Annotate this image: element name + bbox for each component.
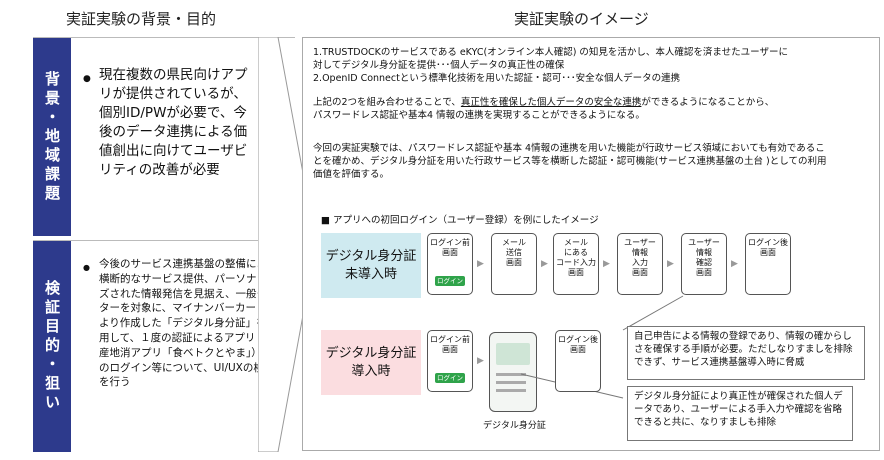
background-text: 現在複数の県民向けアプリが提供されているが、個別ID/PWが必要で、今後のデータ…: [99, 67, 248, 178]
screen-label: メール にある コード入力 画面: [556, 238, 596, 277]
evaluation-text: 今回の実証実験では、パスワードレス認証や基本 4情報の連携を用いた機能が行政サー…: [313, 143, 827, 180]
flow-arrow-icon: ▶: [541, 259, 548, 269]
bullet-icon: ●: [83, 74, 91, 84]
screen-1: ログイン前 画面ログイン: [427, 330, 473, 392]
screen-5: ユーザー 情報 確認 画面: [681, 233, 727, 295]
screen-4: ユーザー 情報 入力 画面: [617, 233, 663, 295]
row-label-with-id: デジタル身分証 導入時: [321, 330, 421, 395]
digital-id-caption: デジタル身分証: [483, 421, 546, 431]
combination-text-emphasis: 真正性を確保した個人データの安全な連携: [460, 97, 642, 108]
image-panel: 1.TRUSTDOCKのサービスである eKYC(オンライン本人確認) の知見を…: [302, 37, 880, 451]
method-text: 1.TRUSTDOCKのサービスである eKYC(オンライン本人確認) の知見を…: [313, 47, 788, 84]
screen-6: ログイン後 画面: [745, 233, 791, 295]
combination-text-before: 上記の2つを組み合わせることで、: [313, 97, 461, 108]
combination-text: 上記の2つを組み合わせることで、真正性を確保した個人データの安全な連携ができるよ…: [313, 96, 853, 122]
screen-1: ログイン前 画面ログイン: [427, 233, 473, 295]
id-card-icon: [496, 343, 530, 365]
goal-text: 今後のサービス連携基盤の整備による横断的なサービス提供、パーソナライズされた情報…: [99, 258, 278, 389]
goal-tag: 検証目的・狙い: [33, 241, 71, 452]
chevron-arrow-icon: [258, 37, 317, 452]
flow-arrow-icon: ▶: [477, 259, 484, 269]
flow-caption: ■ アプリへの初回ログイン（ユーザー登録）を例にしたイメージ: [321, 215, 599, 226]
screen-2: メール 送信 画面: [491, 233, 537, 295]
note-with-id: デジタル身分証により真正性が確保された個人データであり、ユーザーによる手入力や確…: [627, 386, 853, 441]
screen-label: ログイン後 画面: [558, 335, 598, 354]
row-label-without-id: デジタル身分証 未導入時: [321, 233, 421, 298]
flow-arrow-icon: ▶: [477, 356, 484, 366]
digital-id-phone-icon: [489, 332, 537, 412]
left-heading: 実証実験の背景・目的: [66, 10, 217, 28]
screen-label: ユーザー 情報 入力 画面: [624, 238, 656, 277]
background-panel: 背景・地域課題 ● 現在複数の県民向けアプリが提供されているが、個別ID/PWが…: [33, 37, 295, 236]
flow-arrow-icon: ▶: [667, 259, 674, 269]
goal-panel: 検証目的・狙い ● 今後のサービス連携基盤の整備による横断的なサービス提供、パー…: [33, 240, 295, 452]
screen-label: ログイン後 画面: [748, 238, 788, 257]
login-button[interactable]: ログイン: [435, 373, 465, 383]
screen-label: メール 送信 画面: [502, 238, 526, 267]
background-content: ● 現在複数の県民向けアプリが提供されているが、個別ID/PWが必要で、今後のデ…: [77, 38, 289, 236]
right-heading: 実証実験のイメージ: [514, 10, 649, 28]
combination-text-after: ができるようになることから、 パスワードレス認証や基本4 情報の連携を実現するこ…: [313, 97, 775, 121]
login-button[interactable]: ログイン: [435, 276, 465, 286]
screen-label: ユーザー 情報 確認 画面: [688, 238, 720, 277]
screen-label: ログイン前 画面: [430, 335, 470, 354]
bullet-icon: ●: [83, 263, 90, 272]
background-tag: 背景・地域課題: [33, 38, 71, 236]
screen-label: ログイン前 画面: [430, 238, 470, 257]
goal-content: ● 今後のサービス連携基盤の整備による横断的なサービス提供、パーソナライズされた…: [77, 241, 289, 452]
note-without-id: 自己申告による情報の登録であり、情報の確からしさを確保する手順が必要。ただしなり…: [627, 326, 865, 380]
screen-3: メール にある コード入力 画面: [553, 233, 599, 295]
flow-arrow-icon: ▶: [731, 259, 738, 269]
screen-2: ログイン後 画面: [555, 330, 601, 392]
flow-arrow-icon: ▶: [603, 259, 610, 269]
